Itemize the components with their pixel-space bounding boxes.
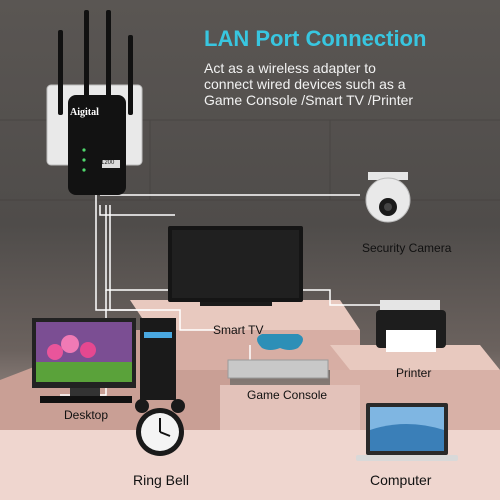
security-camera xyxy=(365,172,411,223)
label-desktop: Desktop xyxy=(64,408,109,422)
label-computer: Computer xyxy=(370,472,432,488)
printer xyxy=(376,300,446,352)
description-line: Act as a wireless adapter to xyxy=(204,60,376,76)
cable-lines xyxy=(60,194,380,396)
label-smart-tv: Smart TV xyxy=(213,323,264,337)
description-line: Game Console /Smart TV /Printer xyxy=(204,92,414,108)
game-console xyxy=(227,334,329,379)
label-game-console: Game Console xyxy=(247,388,328,402)
label-printer: Printer xyxy=(396,366,432,380)
laptop xyxy=(356,403,458,461)
label-ring-bell: Ring Bell xyxy=(133,472,190,488)
smart-tv xyxy=(168,226,303,306)
label-security-camera: Security Camera xyxy=(362,241,452,255)
description: Act as a wireless adapter to connect wir… xyxy=(204,60,444,108)
alarm-clock xyxy=(135,399,185,456)
wifi-repeater xyxy=(46,10,143,195)
description-line: connect wired devices such as a xyxy=(204,76,406,92)
desktop-computer xyxy=(32,318,176,403)
page-title: LAN Port Connection xyxy=(204,26,427,51)
badge-text: 1200 xyxy=(101,160,115,166)
brand-logo: Aigital xyxy=(70,107,99,118)
